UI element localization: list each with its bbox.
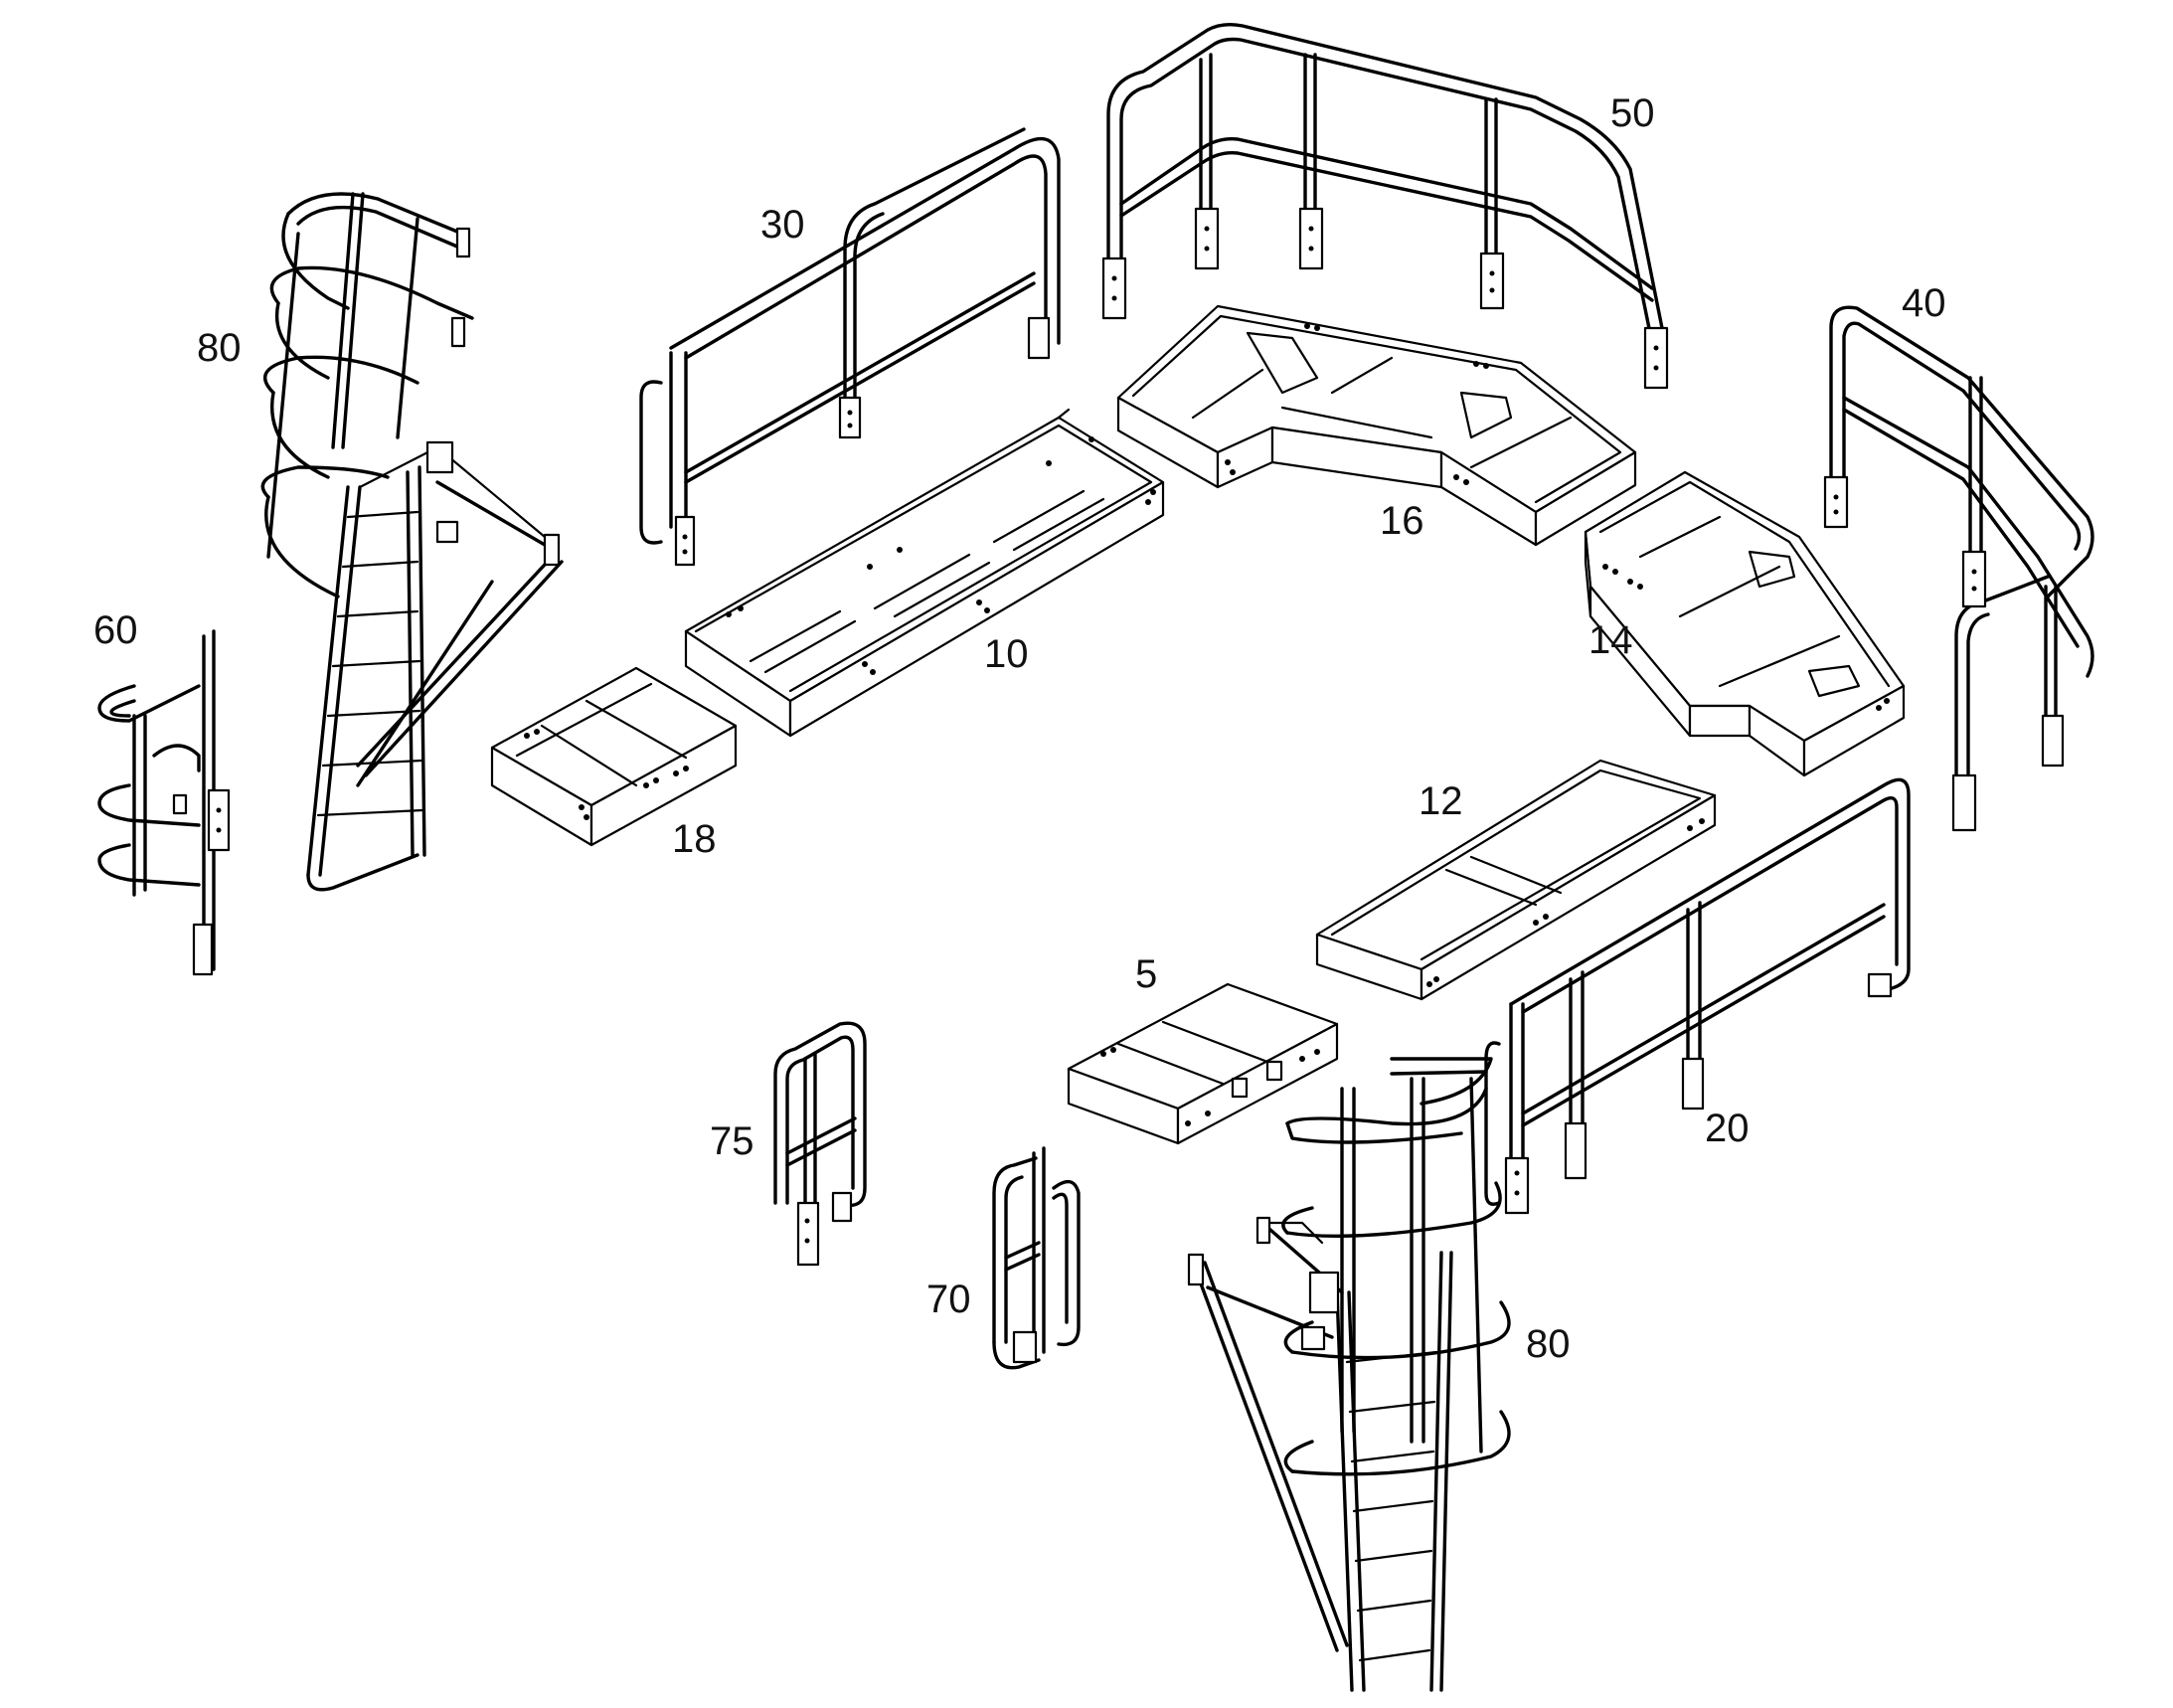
guardrail-40: [1823, 305, 2094, 832]
platform-module-12: [1315, 759, 1717, 1001]
callout-12: 12: [1419, 779, 1463, 823]
callout-10: 10: [984, 632, 1029, 676]
callout-80-upper: 80: [197, 326, 242, 370]
callout-40: 40: [1902, 281, 1946, 325]
callout-80-lower: 80: [1526, 1322, 1571, 1366]
callout-30: 30: [760, 203, 805, 247]
callout-20: 20: [1705, 1107, 1750, 1150]
platform-module-5: [1067, 982, 1339, 1145]
platform-module-14: [1584, 470, 1906, 777]
platform-module-16: [1116, 304, 1637, 547]
callout-16: 16: [1380, 499, 1424, 543]
guardrail-20: [1484, 777, 1911, 1215]
callout-60: 60: [93, 608, 138, 652]
caged-ladder-80-lower: [1187, 1057, 1511, 1692]
guardrail-50: [1101, 22, 1669, 390]
callout-18: 18: [672, 817, 717, 861]
platform-module-18: [490, 666, 738, 847]
callout-14: 14: [1588, 618, 1633, 662]
callout-70: 70: [926, 1278, 971, 1321]
callout-5: 5: [1135, 952, 1158, 996]
gate-75: [773, 1021, 867, 1267]
callout-75: 75: [710, 1119, 754, 1163]
gate-60: [97, 629, 231, 976]
platform-module-10: [684, 408, 1165, 738]
caged-ladder-80-upper: [260, 192, 564, 892]
guardrail-30: [639, 127, 1061, 567]
callout-50: 50: [1610, 91, 1655, 135]
gate-70: [992, 1146, 1081, 1370]
